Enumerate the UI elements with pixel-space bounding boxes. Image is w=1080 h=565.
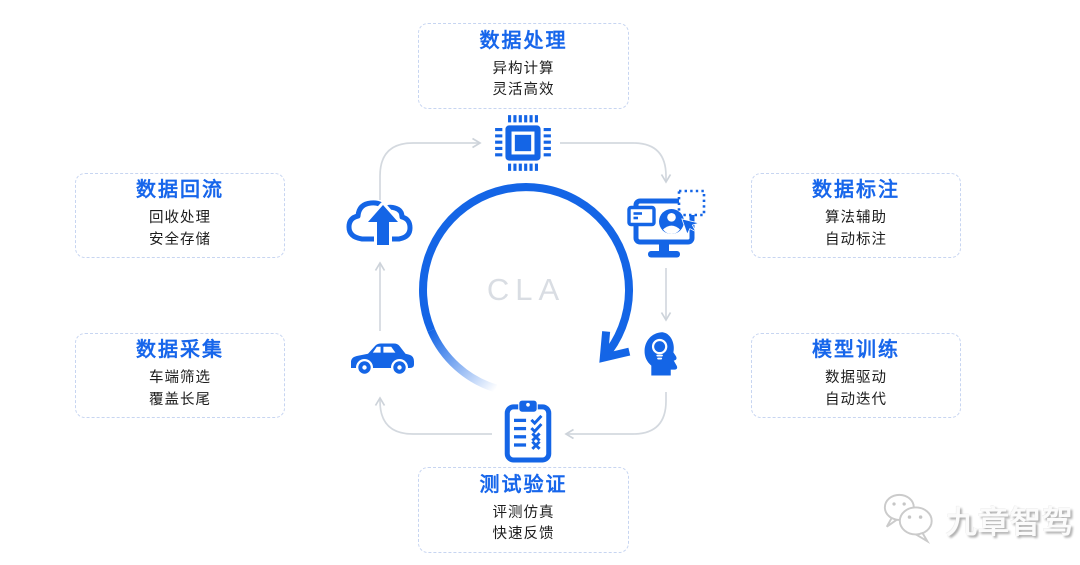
flow-arrows <box>374 137 672 440</box>
node-subtitle: 回收处理安全存储 <box>149 210 211 248</box>
node-subtitle: 算法辅助自动标注 <box>825 210 887 248</box>
wechat-icon <box>880 491 938 547</box>
car-icon <box>346 334 418 380</box>
node-test-verification: 测试验证 评测仿真快速反馈 <box>418 467 629 553</box>
node-data-annotation: 数据标注 算法辅助自动标注 <box>751 173 961 258</box>
node-title: 数据采集 <box>136 339 224 362</box>
brand-watermark: 九章智驾 <box>880 490 1074 548</box>
arrow-clipboard-to-car <box>374 396 492 435</box>
annotation-monitor-icon <box>627 188 707 264</box>
node-subtitle: 异构计算灵活高效 <box>492 60 555 98</box>
cloud-upload-icon <box>342 192 424 254</box>
arrow-chip-to-monitor <box>560 142 672 184</box>
node-title: 模型训练 <box>812 339 900 362</box>
arrow-head-to-clipboard <box>564 392 667 440</box>
cpu-chip-icon <box>492 112 554 174</box>
head-lightbulb-icon <box>641 330 687 383</box>
node-title: 测试验证 <box>479 473 568 496</box>
node-subtitle: 车端筛选覆盖长尾 <box>149 370 211 408</box>
node-data-reflow: 数据回流 回收处理安全存储 <box>75 173 285 258</box>
brand-name: 九章智驾 <box>946 504 1074 540</box>
node-title: 数据回流 <box>136 179 224 202</box>
node-subtitle: 评测仿真快速反馈 <box>492 504 555 542</box>
node-subtitle: 数据驱动自动迭代 <box>825 370 887 408</box>
node-model-training: 模型训练 数据驱动自动迭代 <box>751 333 961 418</box>
arrow-cloud-to-chip <box>379 137 482 200</box>
center-loop-arrow <box>419 183 633 393</box>
node-data-processing: 数据处理 异构计算灵活高效 <box>418 23 629 109</box>
center-label: CLA <box>486 272 566 307</box>
node-title: 数据标注 <box>812 179 900 202</box>
clipboard-checklist-icon <box>500 398 556 464</box>
node-title: 数据处理 <box>479 29 568 52</box>
node-data-collection: 数据采集 车端筛选覆盖长尾 <box>75 333 285 418</box>
